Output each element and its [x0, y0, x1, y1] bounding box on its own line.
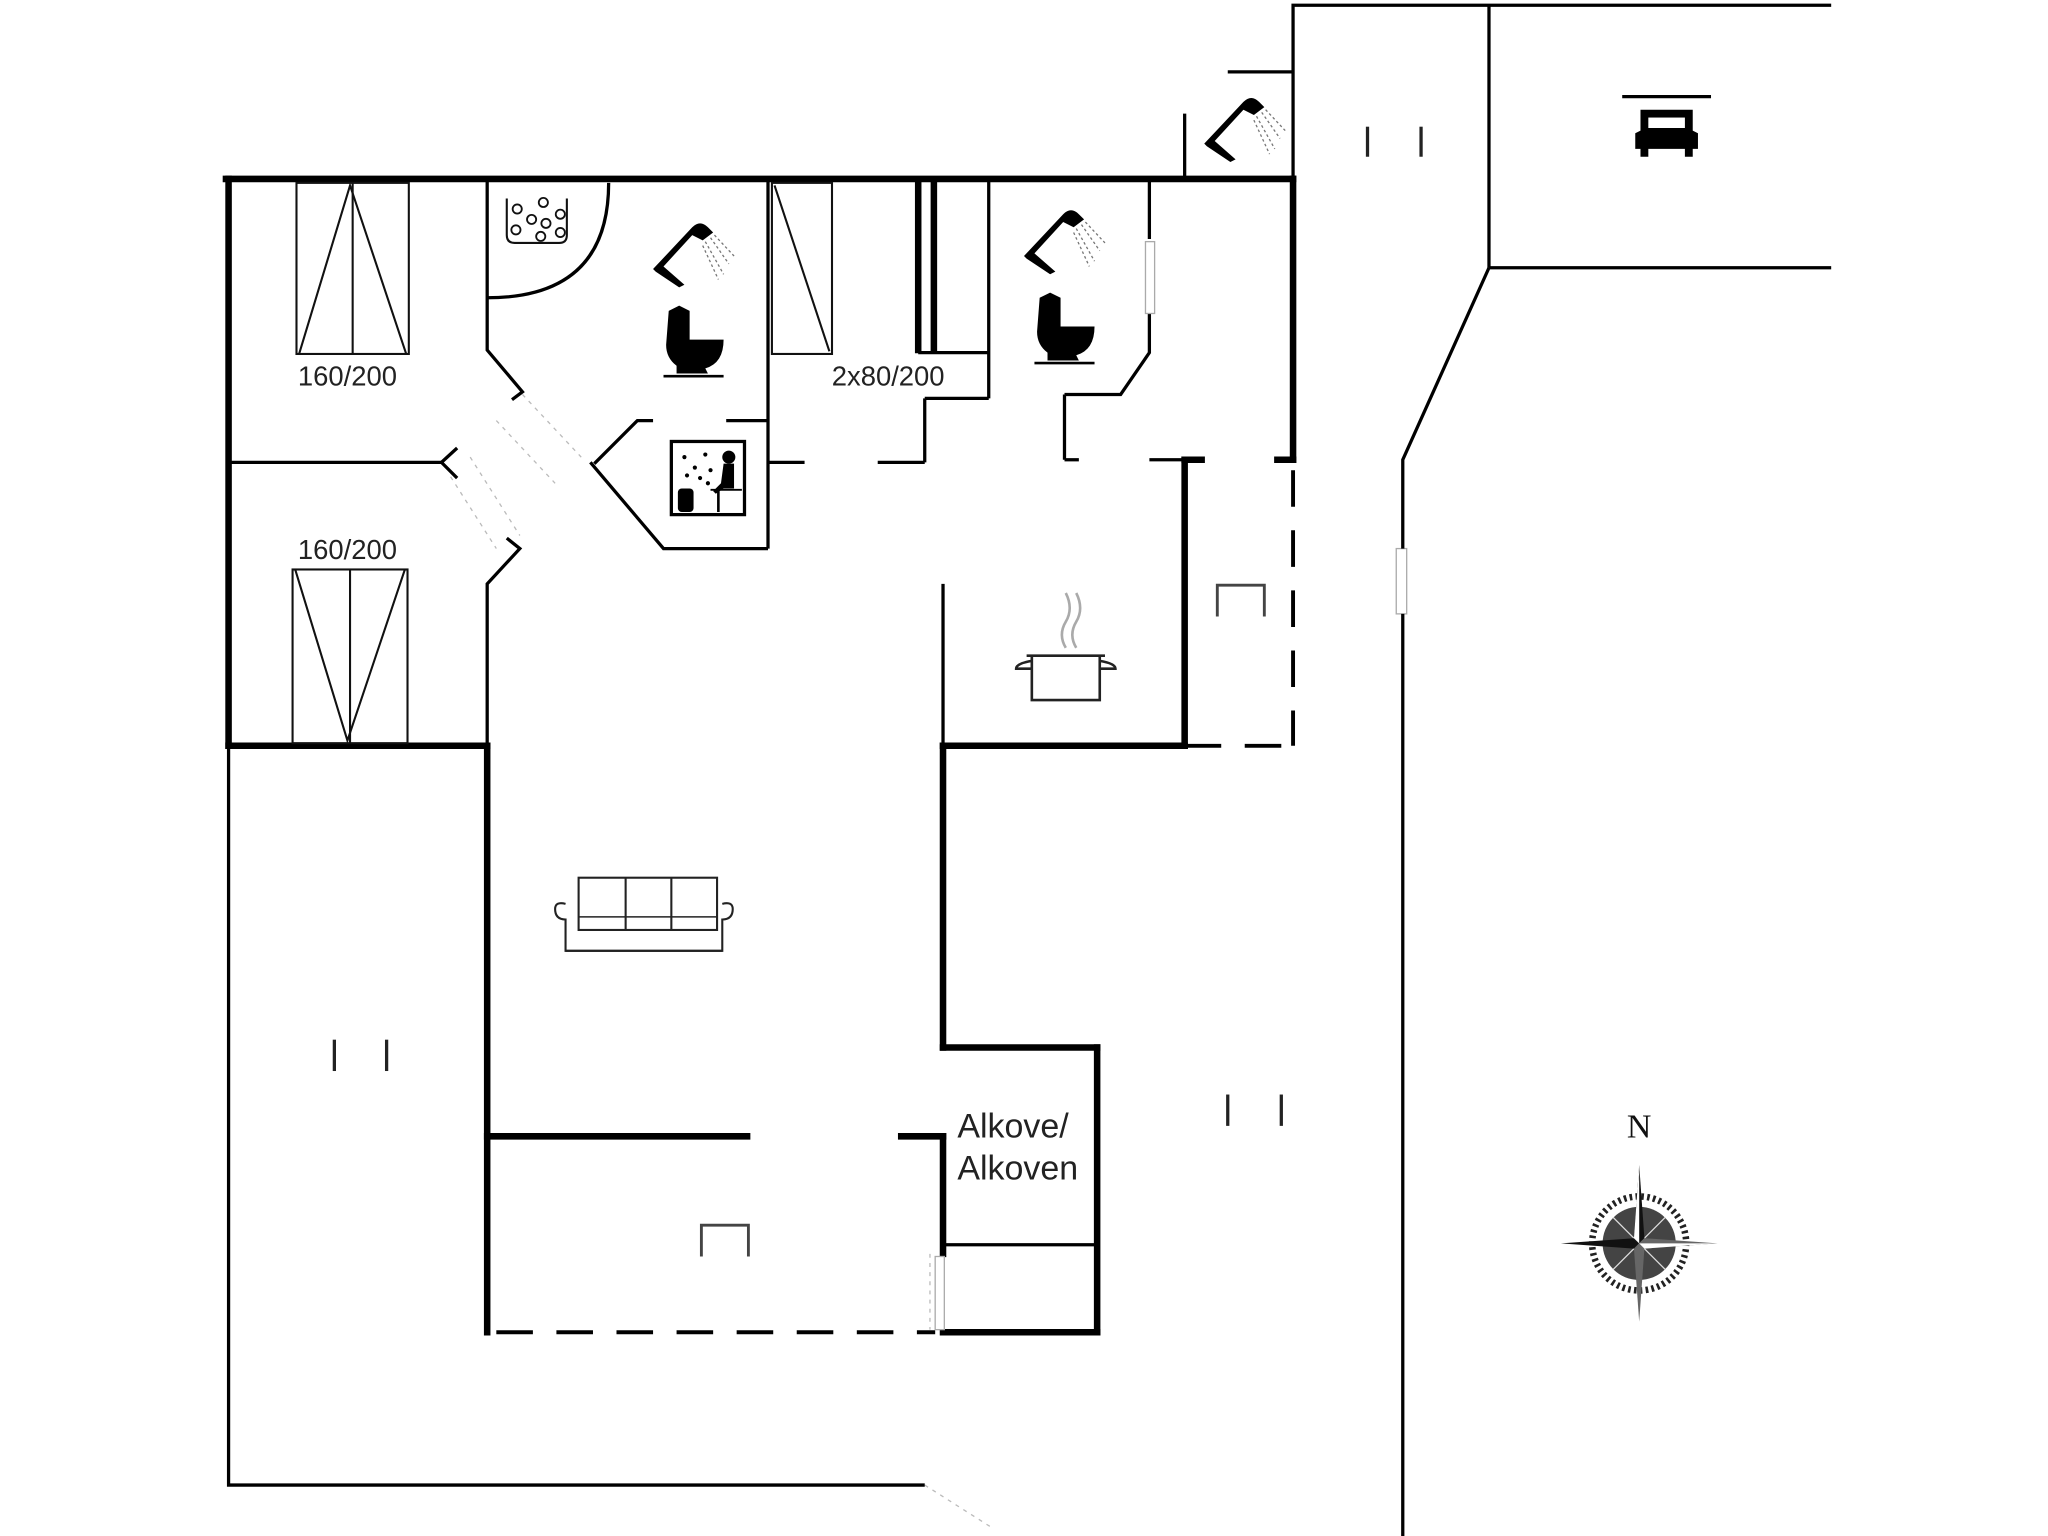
bed-size-label: 2x80/200 — [832, 360, 945, 391]
interior-walls — [228, 178, 1185, 1247]
north-label: N — [1627, 1109, 1652, 1146]
alcove-label-line2: Alkoven — [957, 1149, 1078, 1187]
shower-icon-outdoor — [1204, 97, 1286, 162]
fireplace-marker — [699, 583, 1266, 1257]
sofa-icon — [554, 876, 734, 952]
sauna-icon — [669, 439, 747, 517]
compass-rose-icon — [1560, 1165, 1718, 1322]
terrace-outlines — [226, 3, 1832, 1536]
car-icon — [1622, 95, 1712, 157]
bed-twin: 2x80/200 — [770, 181, 945, 391]
exterior-walls — [222, 175, 1297, 1336]
shower-icon — [653, 223, 735, 288]
doors — [450, 394, 994, 1529]
bed-size-label: 160/200 — [298, 534, 397, 565]
terrace-markers — [332, 126, 1423, 1126]
bed-double-2: 160/200 — [291, 534, 409, 745]
alcove-label: Alkove/ Alkoven — [957, 1108, 1078, 1188]
cooking-pot-icon — [1014, 592, 1117, 702]
compass: N — [1560, 1109, 1718, 1322]
open-edges — [496, 470, 1296, 1335]
toilet-icon — [663, 305, 724, 378]
whirlpool-icon — [487, 182, 611, 300]
bed-double-1: 160/200 — [295, 181, 410, 391]
shower-icon — [1024, 210, 1106, 275]
toilet-icon — [1034, 292, 1095, 365]
bed-size-label: 160/200 — [298, 360, 397, 391]
alcove-label-line1: Alkove/ — [957, 1108, 1069, 1146]
